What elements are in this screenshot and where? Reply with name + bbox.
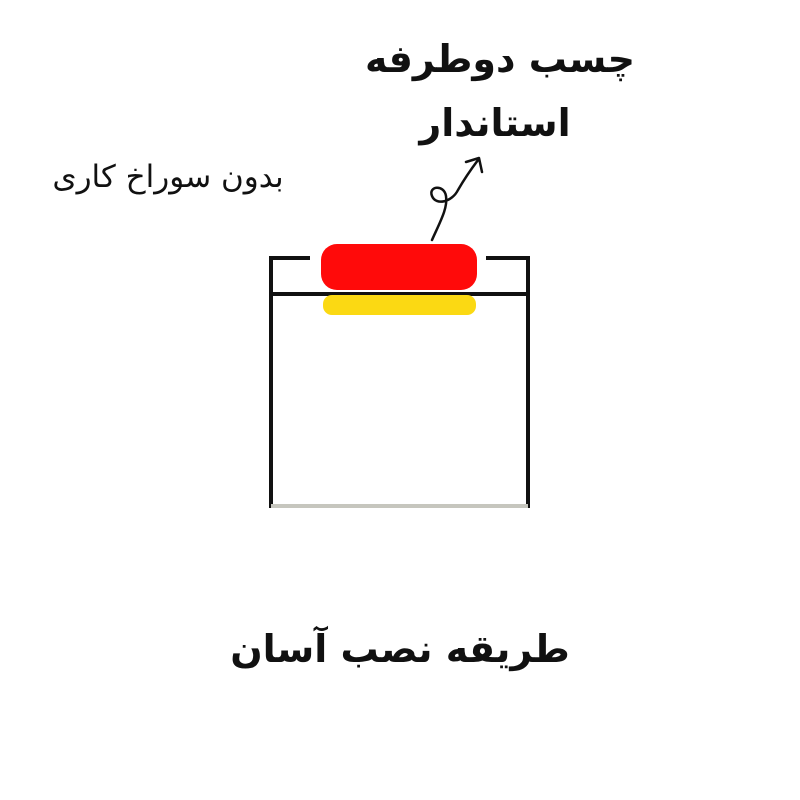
easy-install-title: طریقه نصب آسان bbox=[230, 627, 570, 671]
adhesive-label-line-2: استاندار bbox=[419, 101, 571, 145]
left-top-lip bbox=[269, 256, 310, 508]
box-outline bbox=[269, 256, 530, 508]
right-top-lip bbox=[486, 256, 530, 508]
adhesive-tape bbox=[321, 244, 477, 290]
curly-arrow-up-icon bbox=[430, 156, 484, 242]
arrow-shaft bbox=[430, 158, 480, 242]
adhesive-label-line-1: چسب دوطرفه bbox=[365, 37, 635, 81]
arrow-head bbox=[464, 156, 484, 174]
no-drilling-note: بدون سوراخ کاری bbox=[52, 159, 284, 195]
backing-strip bbox=[323, 295, 476, 315]
